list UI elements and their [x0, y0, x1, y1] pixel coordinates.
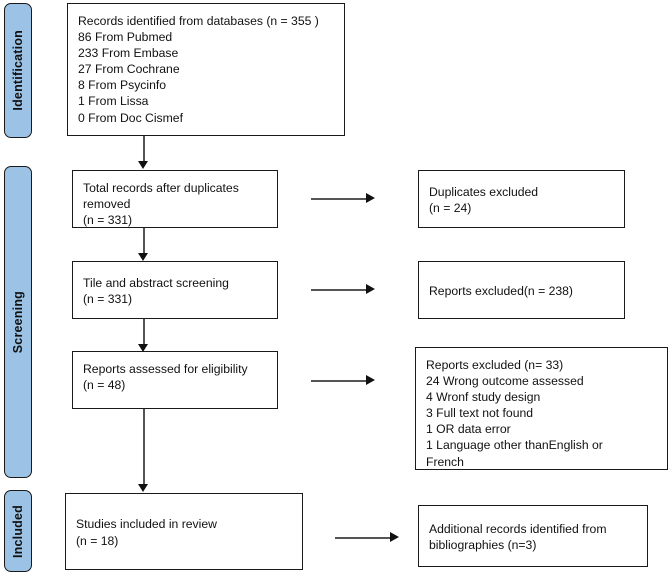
box-reports-assessed-text: Reports assessed for eligibility (n = 48…: [83, 362, 248, 393]
box-reports-excluded-screening-text: Reports excluded(n = 238): [429, 283, 573, 298]
box-additional-records: Additional records identified from bibli…: [418, 505, 648, 567]
box-title-abstract-screening-text: Tile and abstract screening (n = 331): [83, 275, 229, 306]
box-after-duplicates-text: Total records after duplicates removed (…: [83, 181, 239, 228]
arrowhead-duplicates-excluded: [366, 193, 375, 203]
box-duplicates-excluded: Duplicates excluded (n = 24): [418, 170, 625, 228]
connector-reports-excluded-eligibility: [311, 380, 366, 382]
connector-reports-excluded-screening: [311, 289, 366, 291]
arrowhead-duplicates-to-screening: [138, 253, 148, 261]
arrowhead-eligibility-to-included: [138, 484, 148, 492]
box-studies-included-text: Studies included in review (n = 18): [76, 517, 217, 548]
arrowhead-reports-excluded-screening: [366, 284, 375, 294]
box-studies-included: Studies included in review (n = 18): [65, 493, 303, 570]
phase-bar-included: Included: [4, 490, 32, 572]
box-reports-assessed: Reports assessed for eligibility (n = 48…: [72, 351, 278, 409]
phase-bar-identification: Identification: [4, 3, 32, 138]
phase-label-included: Included: [11, 504, 25, 558]
arrowhead-additional-records: [390, 532, 399, 542]
connector-duplicates-to-screening: [143, 228, 145, 254]
box-duplicates-excluded-text: Duplicates excluded (n = 24): [429, 184, 539, 215]
box-reports-excluded-eligibility-text: Reports excluded (n= 33) 24 Wrong outcom…: [426, 358, 603, 469]
arrowhead-reports-excluded-eligibility: [366, 375, 375, 385]
arrowhead-identified-to-duplicates: [138, 161, 148, 169]
connector-eligibility-to-included: [143, 409, 145, 485]
arrowhead-screening-to-eligibility: [138, 344, 148, 352]
connector-identified-to-duplicates: [143, 136, 145, 162]
box-additional-records-text: Additional records identified from bibli…: [429, 521, 607, 552]
box-records-identified: Records identified from databases (n = 3…: [67, 3, 345, 136]
box-reports-excluded-screening: Reports excluded(n = 238): [418, 261, 625, 319]
phase-bar-screening: Screening: [4, 166, 32, 478]
connector-screening-to-eligibility: [143, 319, 145, 345]
connector-additional-records: [335, 537, 390, 539]
box-title-abstract-screening: Tile and abstract screening (n = 331): [72, 261, 278, 319]
connector-duplicates-excluded: [311, 198, 366, 200]
box-after-duplicates: Total records after duplicates removed (…: [72, 170, 278, 228]
phase-label-identification: Identification: [11, 30, 25, 111]
phase-label-screening: Screening: [11, 290, 25, 354]
box-reports-excluded-eligibility: Reports excluded (n= 33) 24 Wrong outcom…: [415, 347, 668, 470]
box-records-identified-text: Records identified from databases (n = 3…: [78, 14, 319, 125]
